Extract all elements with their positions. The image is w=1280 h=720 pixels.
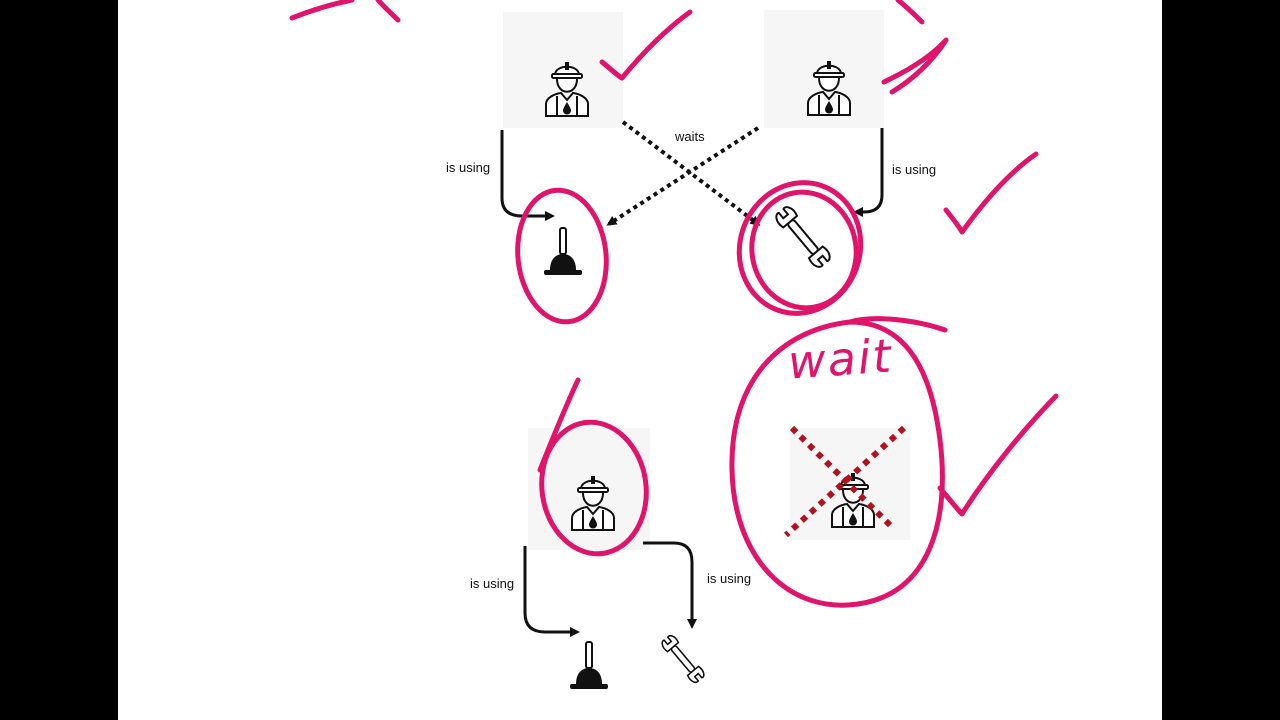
is-using-arrow-1	[500, 130, 555, 221]
is-using-label-3: is using	[470, 576, 515, 591]
slide: waits is using is using is using is usin…	[118, 0, 1162, 720]
plunger-icon	[543, 227, 583, 276]
ink-annotations	[289, 0, 1059, 608]
is-using-label-1: is using	[446, 160, 491, 175]
is-using-arrow-3	[523, 546, 580, 637]
wrench-icon	[659, 632, 707, 686]
plunger-icon	[569, 641, 609, 690]
is-using-arrow-2	[853, 128, 884, 217]
waits-label: waits	[675, 129, 705, 144]
handwritten-wait-text: wait	[786, 328, 895, 390]
cancel-cross	[783, 425, 907, 538]
diagram-canvas	[289, 0, 1059, 690]
is-using-arrow-4	[643, 541, 697, 629]
waits-arrow-1	[606, 126, 760, 226]
is-using-label-2: is using	[892, 162, 937, 177]
is-using-label-4: is using	[707, 571, 752, 586]
wrench-icon	[772, 203, 834, 271]
